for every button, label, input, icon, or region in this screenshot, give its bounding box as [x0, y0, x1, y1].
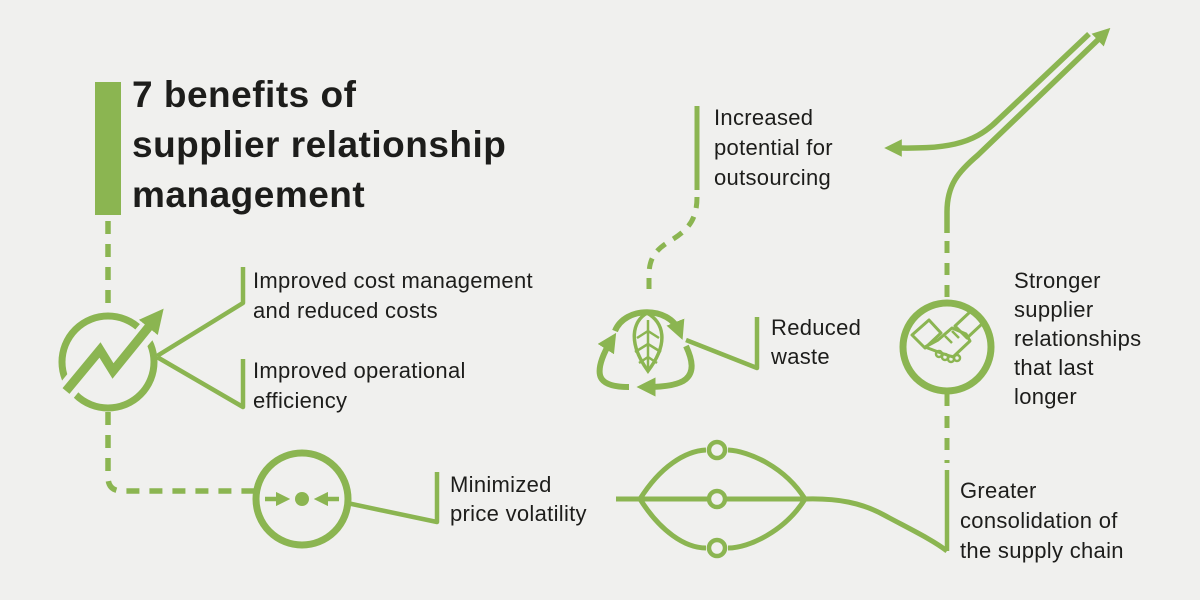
- page-title: 7 benefits of supplier relationship mana…: [132, 74, 507, 215]
- benefit-label-efficiency: Improved operational efficiency: [253, 358, 466, 413]
- road-exit-arrows-icon: [884, 27, 1111, 233]
- recycle-leaf-icon: [596, 309, 695, 397]
- bracket-efficiency: [155, 355, 246, 410]
- benefit-label-consolidation: Greater consolidation of the supply chai…: [960, 478, 1124, 563]
- leaf-icon: [632, 310, 664, 374]
- converging-arrows-target-icon: [252, 449, 352, 549]
- benefit-label-waste: Reduced waste: [771, 315, 862, 369]
- merging-paths-icon: [616, 439, 949, 559]
- dashed-connector-left: [105, 221, 254, 494]
- bracket-volatility: [346, 472, 440, 525]
- title-accent-bar: [95, 82, 121, 215]
- growth-chart-icon: [49, 301, 175, 412]
- bracket-outsourcing: [646, 106, 700, 294]
- handshake-icon: [899, 299, 995, 395]
- benefit-label-relationships: Stronger supplier relationships that las…: [1014, 268, 1142, 409]
- bracket-waste: [685, 317, 760, 371]
- benefit-label-outsourcing: Increased potential for outsourcing: [714, 105, 833, 190]
- benefit-label-volatility: Minimized price volatility: [450, 472, 587, 526]
- bracket-cost: [155, 267, 246, 358]
- benefit-label-cost: Improved cost management and reduced cos…: [253, 268, 533, 323]
